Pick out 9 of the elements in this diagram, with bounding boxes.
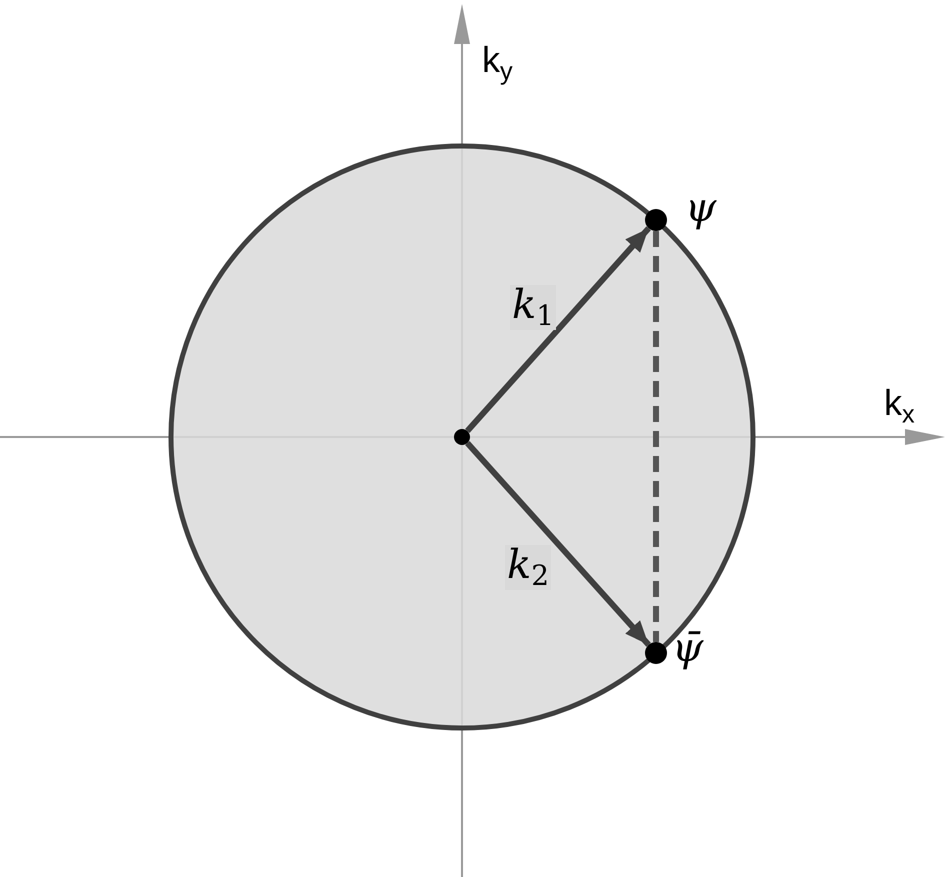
point-label: ψ	[685, 188, 716, 228]
edge-label: k$_{1}$	[510, 285, 556, 330]
arrow	[465, 440, 651, 647]
point-label: ψ̄	[672, 628, 704, 668]
edge-label: k$_{2}$	[505, 545, 552, 590]
dashed-line	[653, 231, 659, 642]
axis-label: k$_{x}$	[884, 385, 915, 428]
arrow	[465, 226, 651, 434]
axis-label: k$_{y}$	[482, 42, 513, 85]
